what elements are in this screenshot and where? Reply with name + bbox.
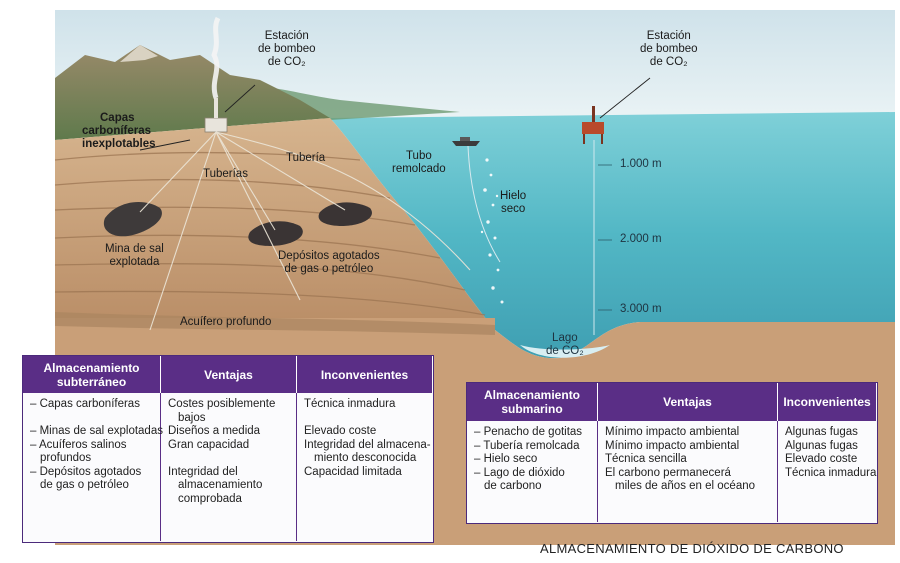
leader-lines — [139, 77, 651, 151]
list-item: – Capas carboníferas — [30, 398, 140, 410]
submarine-header-advantages: Ventajas — [598, 383, 778, 421]
dry-ice-particles — [480, 158, 504, 304]
list-item: de carbono — [484, 480, 542, 492]
towed-pipe — [467, 145, 501, 263]
mountain-snow — [120, 45, 158, 62]
submarine-advantages-column: Mínimo impacto ambiental Mínimo impacto … — [598, 421, 778, 522]
list-item: Mínimo impacto ambiental — [605, 426, 740, 438]
list-item: – Lago de dióxido — [474, 466, 565, 479]
list-item: El carbono permanecerá — [605, 466, 731, 479]
deep-aquifer-label: Acuífero profundo — [180, 316, 272, 328]
list-item: Elevado coste — [304, 425, 377, 437]
list-item: Mínimo impacto ambiental — [605, 439, 740, 452]
offshore-platform — [582, 106, 604, 144]
list-item: – Hielo seco — [474, 453, 538, 465]
depth-ticks — [598, 164, 612, 311]
underground-header-advantages: Ventajas — [161, 356, 297, 393]
underground-advantages-column: Costes posiblemente bajos Diseños a medi… — [161, 393, 297, 541]
underground-header-storage: Almacenamiento subterráneo — [23, 356, 161, 393]
list-item: comprobada — [178, 492, 242, 505]
land-station-label: Estación de bombeo de CO₂ — [258, 30, 316, 68]
list-item: – Depósitos agotados — [30, 465, 142, 478]
pipes-label: Tuberías — [203, 168, 248, 180]
depleted-deposit-2 — [318, 202, 372, 226]
submarine-types-column: – Penacho de gotitas – Tubería remolcada… — [467, 421, 598, 522]
list-item: Técnica inmadura — [785, 466, 877, 479]
ship — [452, 137, 480, 146]
land-pumping-station — [204, 16, 228, 133]
list-item: bajos — [178, 411, 206, 424]
list-item: Técnica sencilla — [605, 453, 687, 465]
mountains — [55, 45, 330, 140]
list-item: Gran capacidad — [168, 438, 250, 451]
depth-3000-label: 3.000 m — [620, 303, 662, 315]
list-item: Técnica inmadura — [304, 398, 396, 410]
towed-pipe-label: Tubo remolcado — [392, 150, 446, 175]
list-item: miento desconocida — [314, 452, 417, 464]
submarine-header-storage: Almacenamiento submarino — [467, 383, 598, 421]
depleted-deposit-1 — [248, 221, 303, 246]
list-item: Elevado coste — [785, 453, 858, 465]
sea — [330, 112, 895, 359]
co2-lake-label: Lago de CO₂ — [546, 332, 584, 357]
list-item: Capacidad limitada — [304, 465, 402, 478]
list-item: Integridad del — [168, 465, 238, 478]
submarine-header-drawbacks: Inconvenientes — [778, 383, 876, 421]
aquifer-layer — [55, 312, 495, 335]
pipe-label: Tubería — [286, 152, 326, 164]
dry-ice-label: Hielo seco — [500, 190, 527, 215]
list-item: – Acuíferos salinos — [30, 438, 127, 451]
underground-storage-table: Almacenamiento subterráneo Ventajas Inco… — [22, 355, 434, 543]
list-item: de gas o petróleo — [40, 479, 129, 491]
underground-types-column: – Capas carboníferas – Minas de sal expl… — [23, 393, 163, 541]
figure-caption: ALMACENAMIENTO DE DIÓXIDO DE CARBONO — [540, 541, 844, 556]
list-item: Costes posiblemente — [168, 398, 276, 410]
underground-header-drawbacks: Inconvenientes — [297, 356, 432, 393]
pipes — [139, 131, 471, 331]
list-item: – Minas de sal explotadas — [30, 425, 163, 437]
co2-lake — [520, 345, 610, 358]
salt-mine-label: Mina de sal explotada — [105, 243, 164, 268]
depleted-deposits-label: Depósitos agotados de gas o petróleo — [278, 250, 380, 275]
list-item: profundos — [40, 452, 92, 464]
list-item: Diseños a medida — [168, 425, 261, 437]
list-item: Integridad del almacena- — [304, 438, 431, 451]
depth-2000-label: 2.000 m — [620, 233, 662, 245]
list-item: – Tubería remolcada — [474, 439, 580, 452]
coal-layers-label: Capas carboníferas inexplotables — [82, 112, 156, 150]
list-item: Algunas fugas — [785, 426, 858, 438]
list-item: Algunas fugas — [785, 439, 858, 452]
sea-station-label: Estación de bombeo de CO₂ — [640, 30, 698, 68]
salt-mine-cavity — [103, 202, 162, 237]
depth-1000-label: 1.000 m — [620, 158, 662, 170]
underground-drawbacks-column: Técnica inmadura Elevado coste Integrida… — [297, 393, 432, 541]
submarine-storage-table: Almacenamiento submarino Ventajas Inconv… — [466, 382, 878, 524]
list-item: – Penacho de gotitas — [474, 426, 583, 438]
list-item: miles de años en el océano — [615, 480, 756, 492]
submarine-drawbacks-column: Algunas fugas Algunas fugas Elevado cost… — [778, 421, 876, 522]
list-item: almacenamiento — [178, 479, 263, 491]
